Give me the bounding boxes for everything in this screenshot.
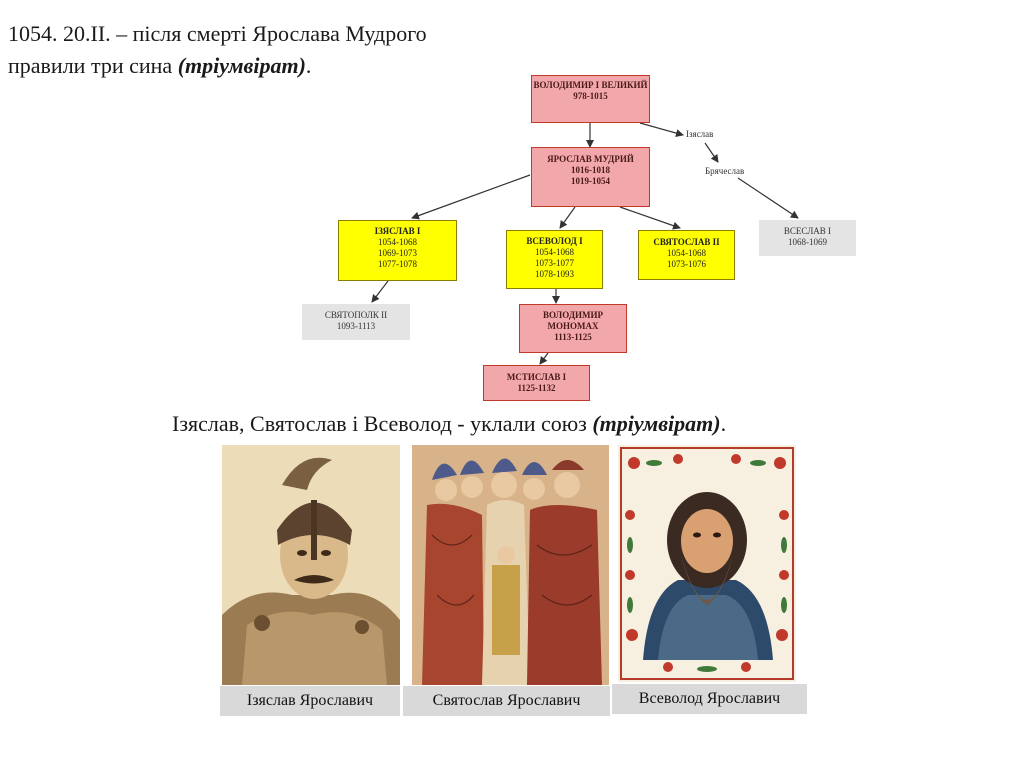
- node-svyatoslav-ii: СВЯТОСЛАВ ІІ 1054-1068 1073-1076: [638, 230, 735, 280]
- portrait-svyatoslav-image: [412, 445, 609, 685]
- caption-text: Ізяслав, Святослав і Всеволод - уклали с…: [172, 408, 726, 440]
- edge-yaroslav-svyatoslav: [620, 207, 680, 228]
- portrait-label-svyatoslav: Святослав Ярославич: [403, 686, 610, 716]
- edge-yaroslav-vsevolod: [560, 207, 575, 228]
- label-izyaslav: Ізяслав: [686, 129, 713, 139]
- portrait-label-izyaslav: Ізяслав Ярославич: [220, 686, 400, 716]
- node-mstyslav-i: МСТИСЛАВ І 1125-1132: [483, 365, 590, 401]
- portrait-svyatoslav: [412, 445, 609, 685]
- node-vsevolod-i: ВСЕВОЛОД І 1054-1068 1073-1077 1078-1093: [506, 230, 603, 289]
- portrait-vsevolod: [618, 445, 796, 682]
- node-svyatopolk-ii: СВЯТОПОЛК ІІ 1093-1113: [302, 304, 410, 340]
- portrait-izyaslav: [222, 445, 400, 685]
- label-bryacheslav: Брячеслав: [705, 166, 744, 176]
- caption-triumvirate: (тріумвірат): [592, 411, 720, 436]
- edge-bryacheslav-vseslav: [738, 178, 798, 218]
- node-yaroslav: ЯРОСЛАВ МУДРИЙ 1016-1018 1019-1054: [531, 147, 650, 207]
- edge-yaroslav-izyaslav: [412, 175, 530, 218]
- edge-monomakh-mstyslav: [540, 353, 548, 364]
- edge-izyaslav-bryacheslav: [705, 143, 718, 162]
- node-volodymyr-i: ВОЛОДИМИР І ВЕЛИКИЙ 978-1015: [531, 75, 650, 123]
- node-vseslav-i: ВСЕСЛАВ І 1068-1069: [759, 220, 856, 256]
- portrait-vsevolod-image: [618, 445, 796, 682]
- node-izyaslav-i: ІЗЯСЛАВ І 1054-1068 1069-1073 1077-1078: [338, 220, 457, 281]
- edge-volodymyr-izyaslav-label: [640, 123, 683, 135]
- edge-izyaslav-svyatopolk: [372, 281, 388, 302]
- portrait-izyaslav-image: [222, 445, 400, 685]
- portrait-label-vsevolod: Всеволод Ярославич: [612, 684, 807, 714]
- node-volodymyr-monomakh: ВОЛОДИМИР МОНОМАХ 1113-1125: [519, 304, 627, 353]
